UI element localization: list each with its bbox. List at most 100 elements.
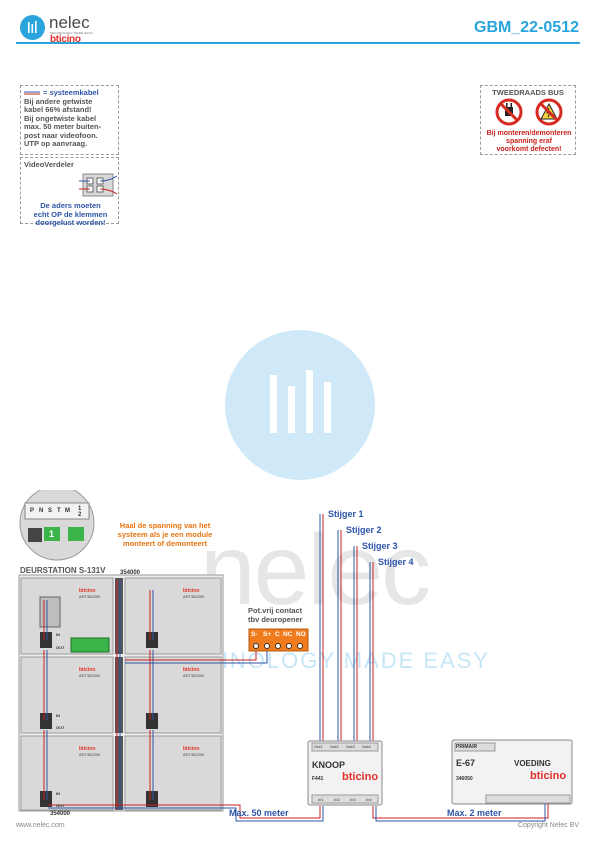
system-cable-note: = systeemkabel Bij andere getwiste kabel… <box>20 85 119 155</box>
knoop-brand: bticino <box>342 771 379 783</box>
in-label: IN <box>56 632 60 637</box>
orange-note-line: Haal de spanning van het <box>119 521 211 530</box>
system-note-line: UTP op aanvraag. <box>24 139 88 148</box>
bus-warning-line: Bij monteren/demonteren <box>486 130 572 137</box>
out-label: OUT <box>56 803 65 808</box>
video-distributor-note: VideoVerdeler De aders moeten echt OP de… <box>20 157 119 227</box>
knoop-out-port: Out3 <box>346 744 355 749</box>
module-code: ART352000 <box>183 594 205 599</box>
nelec-logo-icon <box>20 15 45 40</box>
door-station-title: DEURSTATION S-131V <box>20 566 106 575</box>
terminal-label: 2 <box>78 512 82 518</box>
power-supply-unit <box>451 739 573 805</box>
riser-label-3: Stijger 3 <box>362 541 398 551</box>
terminal-label: 1 <box>78 506 82 512</box>
out-label: OUT <box>56 645 65 650</box>
two-wire-bus-note: TWEEDRAADS BUS Bij monteren/demonteren s… <box>480 85 576 155</box>
module-r1c2 <box>124 577 222 655</box>
system-note-line: Bij ongetwiste kabel <box>24 113 97 123</box>
module-brand: bticino <box>183 667 200 673</box>
module-code: ART352000 <box>79 752 101 757</box>
knoop-code: F441 <box>312 776 324 782</box>
bus-warning-line: voorkomt defecten! <box>496 146 562 153</box>
relay-terminal-label: NC <box>283 631 293 638</box>
door-station-panel <box>18 574 224 812</box>
module-brand: bticino <box>183 746 200 752</box>
watermark-logo-icon <box>225 330 375 480</box>
riser-cables <box>319 514 374 741</box>
brand-name: nelec <box>49 13 90 32</box>
footer-copyright: Copyright Nelec BV <box>517 822 579 829</box>
in-label: IN <box>56 791 60 796</box>
video-distributor-title: VideoVerdeler <box>24 160 74 169</box>
in-label: IN <box>56 713 60 718</box>
knoop-in-port: In3 <box>350 797 356 802</box>
brand-tagline: TECHNOLOGY MADE EASY <box>50 31 94 35</box>
module-code: ART352000 <box>183 673 205 678</box>
knoop-unit <box>307 740 383 806</box>
knoop-in-port: In2 <box>334 797 340 802</box>
door-station-wiring <box>43 580 324 822</box>
terminal-label: P <box>30 508 35 514</box>
power-code: 346050 <box>456 776 473 782</box>
bottom-code: 354000 <box>50 811 71 817</box>
no-voltage-icon <box>535 98 563 126</box>
brand-sub: bticino <box>50 34 81 45</box>
module-brand: bticino <box>183 588 200 594</box>
riser-label-2: Stijger 2 <box>346 525 382 535</box>
knoop-out-port: Out2 <box>330 744 339 749</box>
terminal-label: S <box>48 508 53 514</box>
power-name: VOEDING <box>514 759 551 768</box>
module-brand: bticino <box>79 667 96 673</box>
relay-terminal-label: NO <box>296 631 306 638</box>
relay-terminal-label: C <box>275 631 280 638</box>
knoop-out-port: Out1 <box>314 744 323 749</box>
terminal-zoom <box>19 490 95 561</box>
power-model: E-67 <box>456 758 476 768</box>
distance-to-power: Max. 2 meter <box>447 808 502 818</box>
two-wire-bus-title: TWEEDRAADS BUS <box>492 88 564 97</box>
module-r2c2 <box>124 656 222 734</box>
relay-terminal-label: S- <box>251 631 258 638</box>
doc-id: GBM_22-0512 <box>474 19 579 36</box>
video-distributor-line: doorgelust worden! <box>35 218 106 227</box>
module-r2c1 <box>20 656 123 734</box>
system-note-line: max. 50 meter buiten- <box>24 122 102 131</box>
knoop-out-port: Out4 <box>362 744 371 749</box>
module-brand: bticino <box>79 746 96 752</box>
knoop-label: KNOOP <box>312 760 346 770</box>
terminal-label: N <box>39 508 44 514</box>
cable-legend-icon <box>24 91 40 95</box>
riser-label-4: Stijger 4 <box>378 557 414 567</box>
terminal-label: T <box>57 508 61 514</box>
footer-website[interactable]: www.nelec.com <box>16 822 65 829</box>
module-code: ART352000 <box>183 752 205 757</box>
system-note-line: post naar videofoon. <box>24 130 98 140</box>
relay-title-line: tbv deuropener <box>248 615 303 624</box>
video-distributor-line: echt OP de klemmen <box>33 209 108 219</box>
terminal-block-icon <box>79 173 117 197</box>
relay-module <box>248 628 309 652</box>
jumper-value: 1 <box>49 529 55 539</box>
watermark-word: nelec <box>200 514 431 626</box>
orange-note-line: systeem als je een module <box>117 530 213 539</box>
system-note-line: kabel 66% afstand! <box>24 105 92 114</box>
system-note-line: Bij andere getwiste <box>24 96 93 106</box>
module-r3c2 <box>124 735 222 811</box>
power-brand: bticino <box>530 770 567 782</box>
distance-to-knoop: Max. 50 meter <box>229 808 289 818</box>
bus-warning-line: spanning eraf <box>506 138 552 145</box>
power-primair-label: PRIMAIR <box>456 744 478 750</box>
module-code: ART352000 <box>79 594 101 599</box>
wiring-diagram <box>18 490 573 822</box>
knoop-in-port: In1 <box>318 797 324 802</box>
module-r3c1 <box>20 735 123 811</box>
module-brand: bticino <box>79 588 96 594</box>
no-plug-icon <box>495 98 523 126</box>
top-code: 354000 <box>120 570 141 576</box>
system-cable-title: = systeemkabel <box>43 88 99 97</box>
terminal-label: M <box>65 508 70 514</box>
header-divider <box>16 42 580 44</box>
riser-label-1: Stijger 1 <box>328 509 364 519</box>
relay-terminal-label: S+ <box>263 631 272 638</box>
